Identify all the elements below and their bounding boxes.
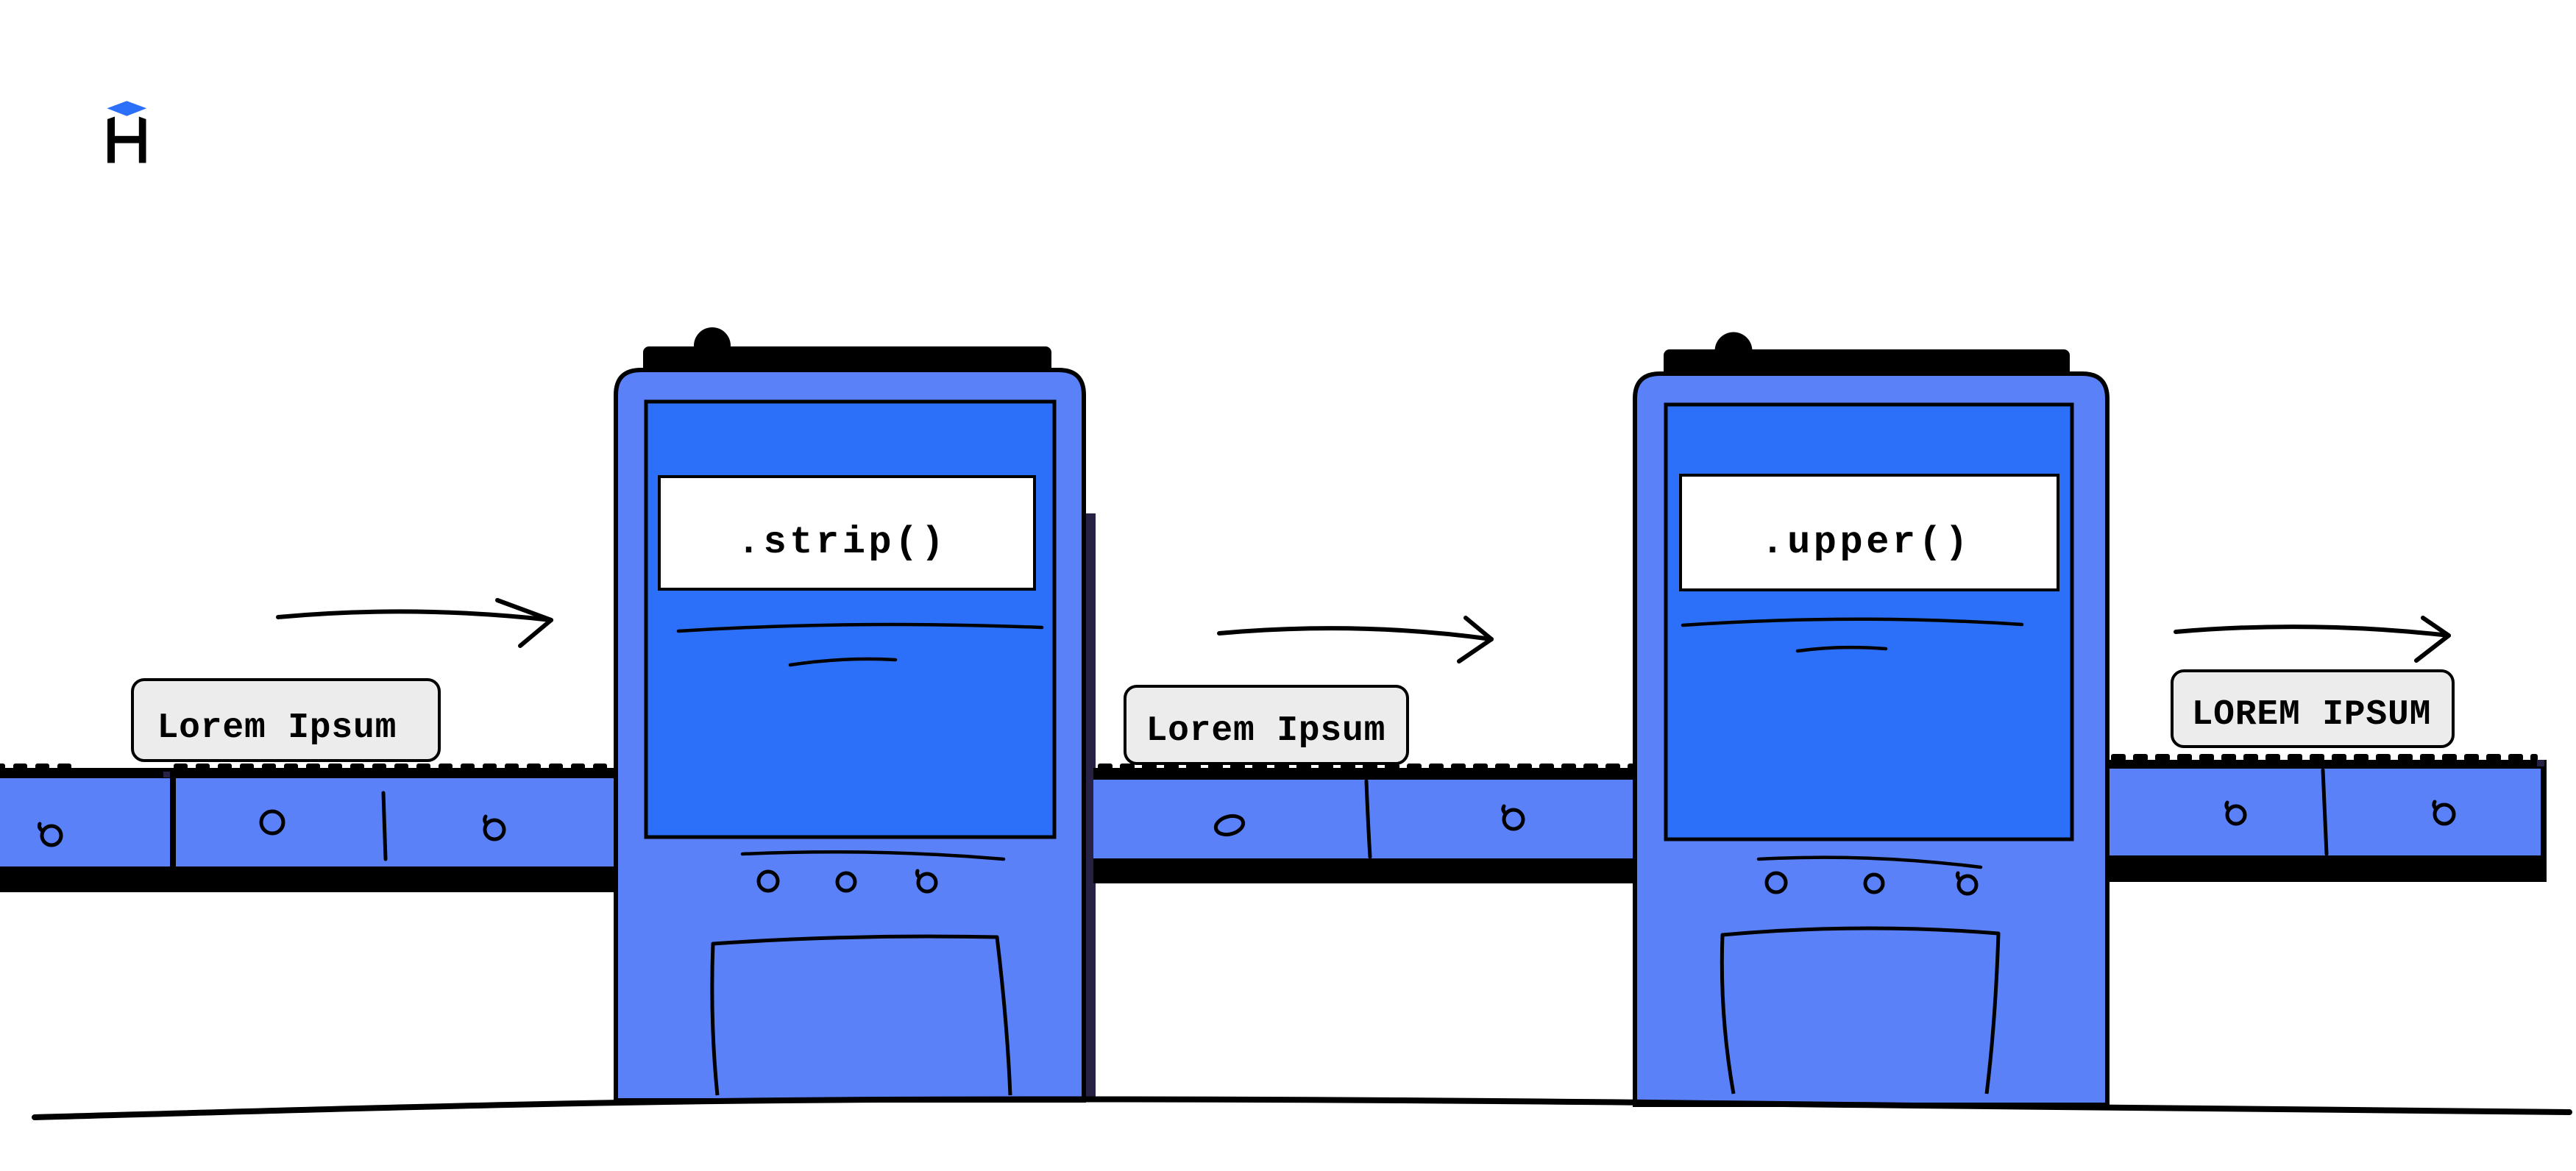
svg-text:Lorem Ipsum: Lorem Ipsum	[1146, 711, 1386, 751]
svg-text:.upper(): .upper()	[1761, 521, 1971, 564]
svg-text:Lorem Ipsum: Lorem Ipsum	[157, 708, 397, 748]
svg-text:LOREM IPSUM: LOREM IPSUM	[2192, 695, 2432, 735]
svg-text:.strip(): .strip()	[737, 521, 948, 564]
